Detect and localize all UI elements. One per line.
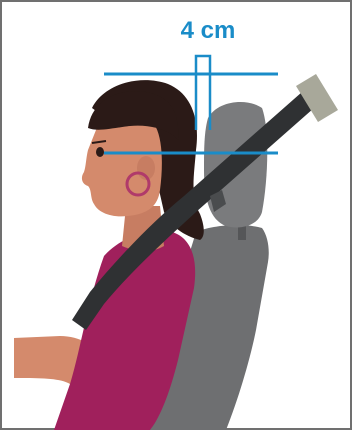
headrest-post — [238, 226, 246, 240]
driver-eye — [96, 147, 104, 157]
measurement-label: 4 cm — [160, 16, 256, 46]
